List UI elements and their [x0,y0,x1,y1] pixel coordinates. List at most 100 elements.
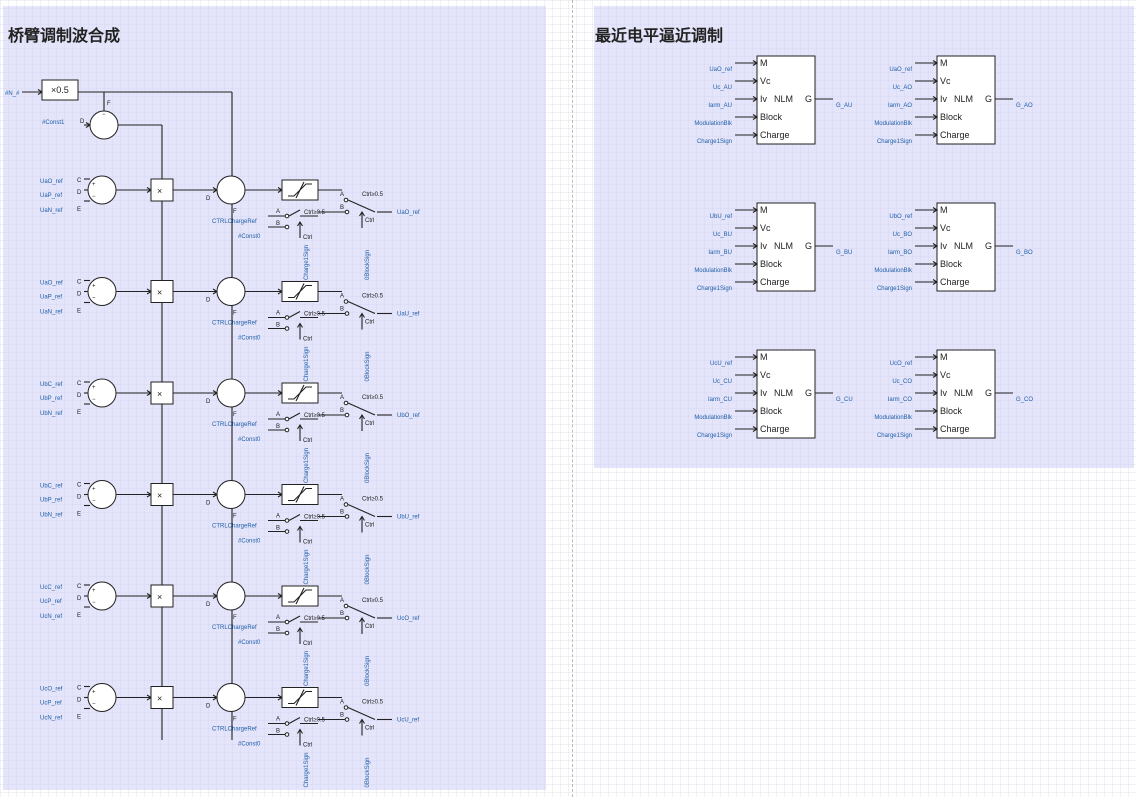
nlm-panel [594,6,1134,468]
sign-d: D [77,698,82,704]
nlm-input-label: Iarm_CO [888,397,913,403]
nlm-output-label: G_AU [836,103,852,109]
adder-junction[interactable] [216,277,246,306]
nlm-center-label: NLM [954,388,973,398]
arrowhead [297,322,303,328]
nlm-input-label: Uc_BO [893,232,913,238]
nlm-center-label: NLM [954,241,973,251]
const0-label: #Const0 [238,742,261,748]
switch2-a-label: A [340,294,344,300]
switch2-contact [344,412,350,418]
switch-b-label: B [276,221,280,227]
limiter-slash [295,384,305,402]
nlm-output-pin: G [985,241,992,251]
arrowhead [752,354,759,360]
switch2-contact [343,502,349,507]
sign-c: C [77,280,82,286]
switch-b-label: B [276,627,280,633]
switch2-ctrl-pin: Ctrl [365,320,374,326]
nlm-input-label: Charge1Sign [697,286,732,292]
switch-blade [288,412,301,420]
sign-c: C [77,483,82,489]
nlm-output-pin: G [805,388,812,398]
arrowhead [359,210,365,217]
row-input-n: UaN_ref [40,310,63,316]
switch-contact [284,619,290,625]
sign-c: C [77,178,82,184]
nlm-output-pin: G [805,94,812,104]
ctrl-charge-label: CTRLChargeRef [212,321,257,327]
switch-contact [284,213,290,219]
switch-ctrl-label: Ctrl≥0.5 [304,616,326,622]
nlm-pin-label: Vc [760,223,771,233]
nlm-pin-label: Block [940,112,963,122]
nlm-block-body[interactable] [936,349,996,439]
nlm-pin-label: Charge [760,424,790,434]
nlm-block-body[interactable] [756,202,816,292]
arrowhead [359,413,365,420]
switch2-b-label: B [340,611,344,617]
gain-block[interactable] [41,79,79,101]
switch2-b-label: B [340,713,344,719]
multiplier-sign: × [157,694,162,704]
nlm-block-body[interactable] [756,55,816,145]
arrowhead [752,114,759,120]
row-input-c: UaO_ref [40,179,63,185]
row-input-c: UcC_ref [40,585,62,591]
nlm-input-label: Charge1Sign [697,139,732,145]
arrowhead [752,225,759,231]
pin-label: F [233,514,237,520]
arrowhead [932,354,939,360]
adder-junction[interactable] [216,175,246,205]
nlm-block-body[interactable] [936,202,996,292]
nlm-center-label: NLM [774,388,793,398]
nlm-pin-label: M [940,352,948,362]
row-output-label: UaO_ref [397,210,420,216]
arrowhead [752,132,759,138]
nlm-input-label: UbO_ref [889,214,912,220]
row-input-n: UaN_ref [40,208,63,214]
switch-ctrl-label: Ctrl≥0.5 [304,210,326,216]
adder-junction[interactable] [216,581,246,611]
switch2-contact [344,209,350,215]
nlm-block-body[interactable] [756,349,816,439]
switch2-a-label: A [340,598,344,604]
nlm-output-label: G_CO [1016,397,1033,403]
arrowhead [359,515,365,521]
nlm-pin-label: Vc [940,223,951,233]
switch2-ctrl-label: Ctrl≥0.5 [362,598,384,604]
limiter-slash [295,587,305,605]
nlm-output-label: G_BU [836,250,852,256]
arrowhead [932,96,939,102]
charge-sign-label: Charge1Sign [304,651,310,686]
arm-row-3: UbC_refUbP_refUbN_refCDE+−×DFCTRLChargeR… [40,378,420,483]
arrowhead [932,279,939,285]
nlm-pin-label: Charge [760,130,790,140]
switch2-contact [343,603,349,609]
sign-minus: − [92,397,96,403]
nlm-input-label: ModulationBlk [694,415,733,421]
const0-label: #Const0 [238,234,261,240]
adder-junction[interactable] [216,480,246,509]
adder-junction[interactable] [216,378,246,408]
nlm-pin-label: M [760,58,768,68]
adder-junction[interactable] [216,683,246,712]
switch2-ctrl-pin: Ctrl [365,218,374,224]
nlm-input-label: Iarm_BU [708,250,732,256]
switch-contact [284,721,290,726]
arrowhead [932,78,939,84]
arrowhead [297,423,303,430]
sign-e: E [77,715,81,721]
switch-a-label: A [276,209,280,215]
nlm-block-body[interactable] [936,55,996,145]
switch-b-label: B [276,424,280,430]
switch-contact [284,427,290,433]
ctrl-charge-label: CTRLChargeRef [212,422,257,428]
switch2-contact [343,197,349,203]
arrowhead [932,261,939,267]
switch-ctrl-pin: Ctrl [303,337,312,343]
arrowhead [932,408,939,414]
pin-label: D [206,196,211,202]
sign-plus: + [92,487,96,493]
